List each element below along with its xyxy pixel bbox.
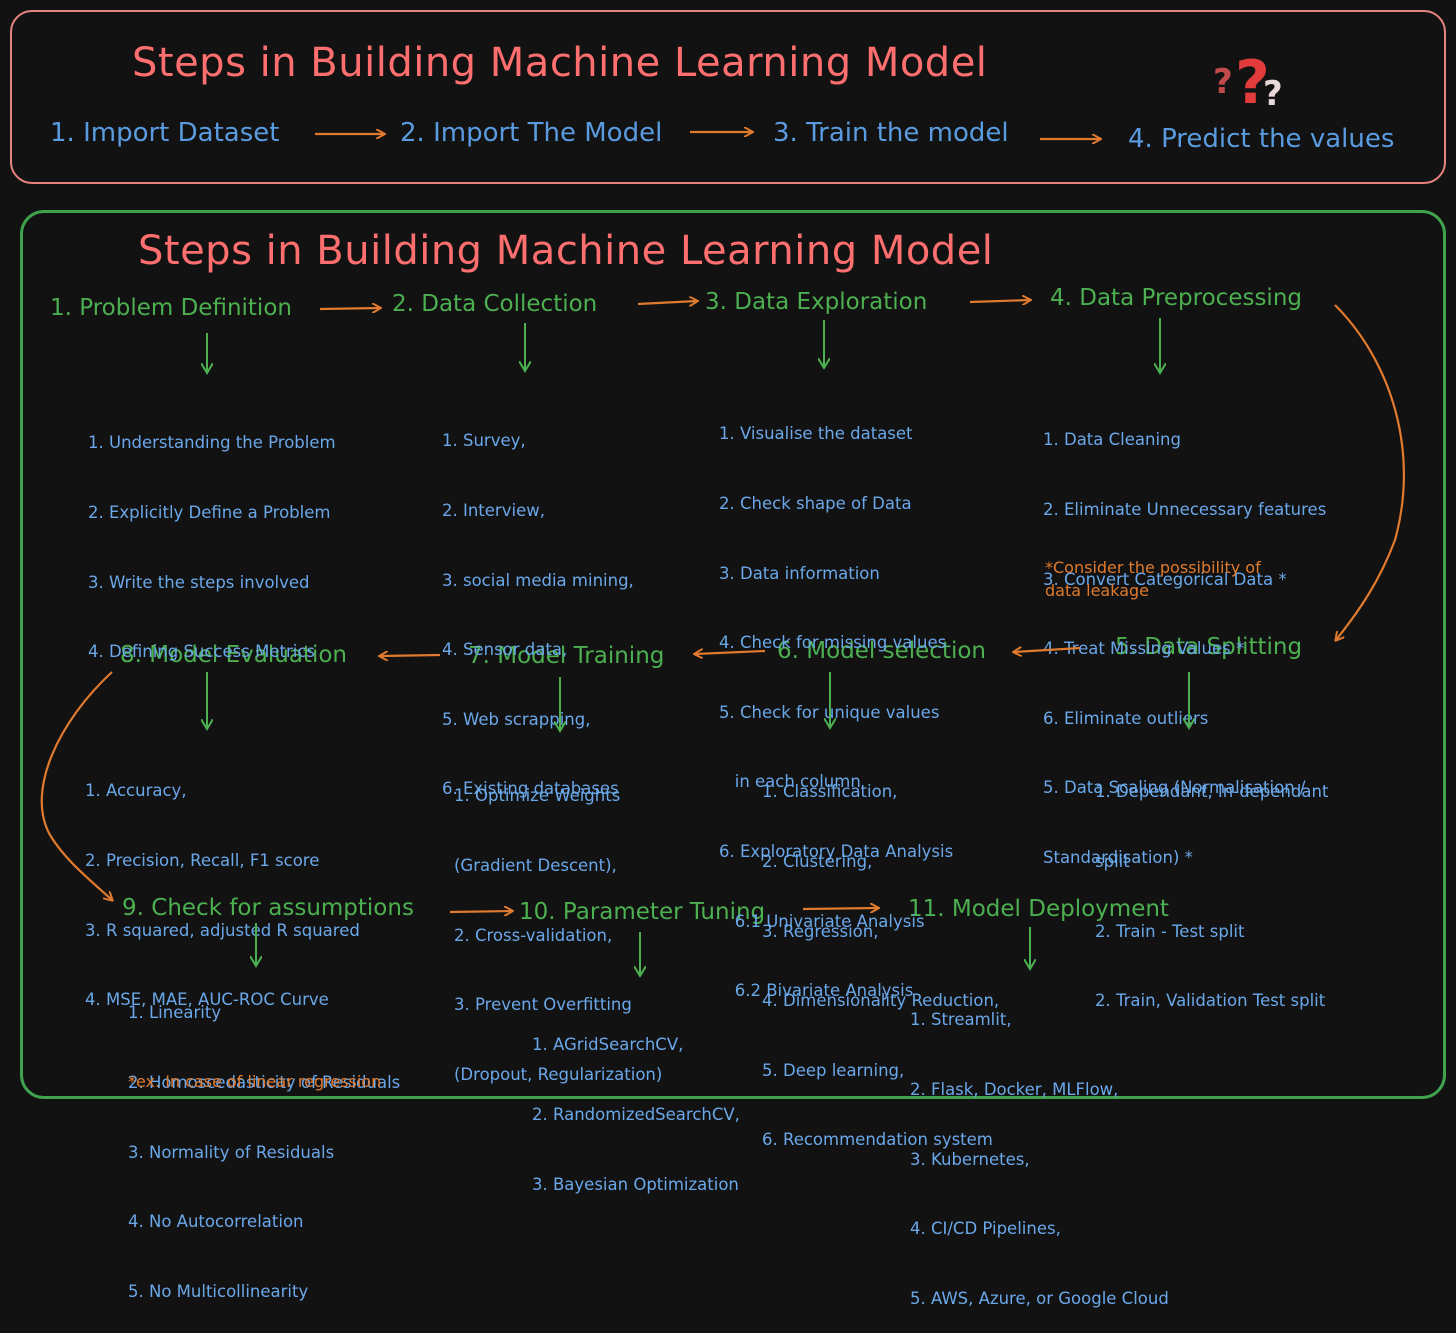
list-item: 2. Cross-validation,	[454, 925, 613, 945]
list-item: split	[1095, 852, 1130, 872]
list-item: 2. Train, Validation Test split	[1095, 991, 1326, 1011]
list-data-splitting: 1. Dependant, In-dependant split 2. Trai…	[1095, 734, 1328, 1036]
list-item: 3. Normality of Residuals	[128, 1142, 335, 1162]
flow-arrow-6-7	[695, 651, 766, 654]
linear-regression-note: *ex. In case of linear regression	[128, 1072, 382, 1091]
list-item: 5. Web scrapping,	[442, 709, 591, 729]
simple-steps-panel	[10, 10, 1446, 184]
list-data-preprocessing: 1. Data Cleaning 2. Eliminate Unnecessar…	[1043, 382, 1326, 892]
list-item: 1. Visualise the dataset	[719, 424, 913, 444]
list-item: 1. Linearity	[128, 1003, 222, 1023]
list-item: 3. Prevent Overfitting	[454, 995, 632, 1015]
list-data-collection: 1. Survey, 2. Interview, 3. social media…	[442, 383, 634, 824]
list-item: 6.1 Univariate Analysis	[719, 911, 925, 931]
list-item: 3. R squared, adjusted R squared	[85, 920, 360, 940]
list-item: (Dropout, Regularization)	[454, 1064, 663, 1084]
svg-text:?: ?	[1263, 74, 1283, 114]
list-item: 6. Exploratory Data Analysis	[719, 842, 954, 862]
list-item: 1. Accuracy,	[85, 781, 187, 801]
list-item: 4. Check for missing values	[719, 633, 947, 653]
list-item: 6.2 Bivariate Analysis	[719, 981, 914, 1001]
step-heading-data-preprocessing: 4. Data Preprocessing	[1050, 285, 1303, 311]
list-item: 3. Write the steps involved	[88, 572, 310, 592]
list-item: 3. Kubernetes,	[910, 1149, 1030, 1169]
flow-arrow-2-3	[637, 301, 697, 304]
list-item: 1. AGridSearchCV,	[532, 1035, 684, 1055]
list-item: 4. Dimensionality Reduction,	[762, 991, 1000, 1011]
top-step-3: 3. Train the model	[773, 118, 1009, 148]
flow-arrow-4-5	[1335, 304, 1406, 640]
list-item: 1. Dependant, In-dependant	[1095, 782, 1329, 802]
list-item: in each column	[719, 772, 861, 792]
list-item: 2. Check shape of Data	[719, 494, 912, 514]
step-heading-check-assumptions: 9. Check for assumptions	[122, 895, 414, 921]
top-step-4: 4. Predict the values	[1128, 124, 1395, 154]
list-item: 3. Convert Categorical Data *	[1043, 569, 1287, 589]
list-item: 1. Data Cleaning	[1043, 430, 1181, 450]
flow-arrow-7-8	[380, 655, 441, 656]
list-model-evaluation: 1. Accuracy, 2. Precision, Recall, F1 sc…	[85, 733, 360, 1035]
list-item: 4. CI/CD Pipelines,	[910, 1219, 1061, 1239]
flow-arrow-10-11	[802, 908, 878, 909]
question-marks-icon: ? ? ?	[1213, 48, 1283, 115]
list-item: 4. Defining Success Metrics	[88, 642, 316, 662]
flow-arrow-5-6	[1014, 648, 1081, 652]
step-heading-model-deployment: 11. Model Deployment	[908, 896, 1169, 922]
top-title: Steps in Building Machine Learning Model	[132, 40, 988, 86]
top-step-2: 2. Import The Model	[400, 118, 663, 148]
main-title: Steps in Building Machine Learning Model	[138, 228, 994, 274]
flow-arrow-1-2	[319, 308, 380, 309]
list-item: 2. Explicitly Define a Problem	[88, 503, 331, 523]
list-item: 6. Existing databases	[442, 779, 619, 799]
svg-text:?: ?	[1235, 48, 1270, 115]
list-item: 5. AWS, Azure, or Google Cloud	[910, 1288, 1169, 1308]
list-item: 4. No Autocorrelation	[128, 1212, 304, 1232]
list-item: (Gradient Descent),	[454, 856, 617, 876]
step-heading-problem-definition: 1. Problem Definition	[50, 295, 292, 321]
list-item: 2. Clustering,	[762, 852, 873, 872]
list-item: 3. Bayesian Optimization	[532, 1174, 739, 1194]
step-heading-data-exploration: 3. Data Exploration	[705, 289, 928, 315]
list-item: 1. Survey,	[442, 431, 526, 451]
list-item: 1. Classification,	[762, 782, 898, 802]
list-item: 5. Data Scaling (Normalisation /	[1043, 778, 1306, 798]
list-item: 2. RandomizedSearchCV,	[532, 1105, 740, 1125]
step-heading-data-collection: 2. Data Collection	[392, 291, 598, 317]
list-item: Standardisation) *	[1043, 848, 1193, 868]
list-item: 2. Eliminate Unnecessary features	[1043, 500, 1327, 520]
list-item: 1. Streamlit,	[910, 1010, 1012, 1030]
list-item: 3. Regression,	[762, 921, 879, 941]
detailed-steps-panel	[20, 210, 1446, 1099]
list-item: 1. Optimize Weights	[454, 786, 621, 806]
list-item: 4. MSE, MAE, AUC-ROC Curve	[85, 990, 329, 1010]
top-step-1: 1. Import Dataset	[50, 118, 280, 148]
step-heading-data-splitting: 5. Data Splitting	[1115, 634, 1303, 660]
step-heading-model-selection: 6. Model selection	[777, 638, 986, 664]
list-problem-definition: 1. Understanding the Problem 2. Explicit…	[88, 385, 336, 687]
list-item: 1. Understanding the Problem	[88, 433, 336, 453]
list-item: 2. Homoscedasticity of Residuals	[128, 1073, 401, 1093]
list-data-exploration: 1. Visualise the dataset 2. Check shape …	[719, 376, 953, 1026]
list-item: 3. social media mining,	[442, 570, 634, 590]
list-item: 5. Deep learning,	[762, 1060, 905, 1080]
flow-arrows	[40, 0, 1406, 1106]
list-item: 2. Flask, Docker, MLFlow,	[910, 1080, 1119, 1100]
data-leakage-note: *Consider the possibility of data leakag…	[1045, 558, 1261, 600]
flow-arrow-3-4	[969, 300, 1030, 302]
flow-arrow-9-10	[449, 911, 512, 912]
step-heading-model-training: 7. Model Training	[468, 643, 665, 669]
step-heading-parameter-tuning: 10. Parameter Tuning	[519, 899, 766, 925]
list-item: 2. Precision, Recall, F1 score	[85, 851, 320, 871]
list-item: 2. Interview,	[442, 501, 545, 521]
list-item: 4. Treat Missing Values *	[1043, 639, 1245, 659]
svg-text:?: ?	[1213, 62, 1233, 102]
flow-arrow-8-9	[40, 671, 112, 900]
list-item: 2. Train - Test split	[1095, 921, 1245, 941]
step-heading-model-evaluation: 8. Model Evaluation	[120, 642, 347, 668]
list-item: 4. Sensor data,	[442, 640, 568, 660]
list-model-training: 1. Optimize Weights (Gradient Descent), …	[454, 738, 662, 1109]
list-item: 5. No Multicollinearity	[128, 1281, 309, 1301]
list-item: 3. Data information	[719, 563, 880, 583]
list-item: 5. Check for unique values	[719, 702, 940, 722]
